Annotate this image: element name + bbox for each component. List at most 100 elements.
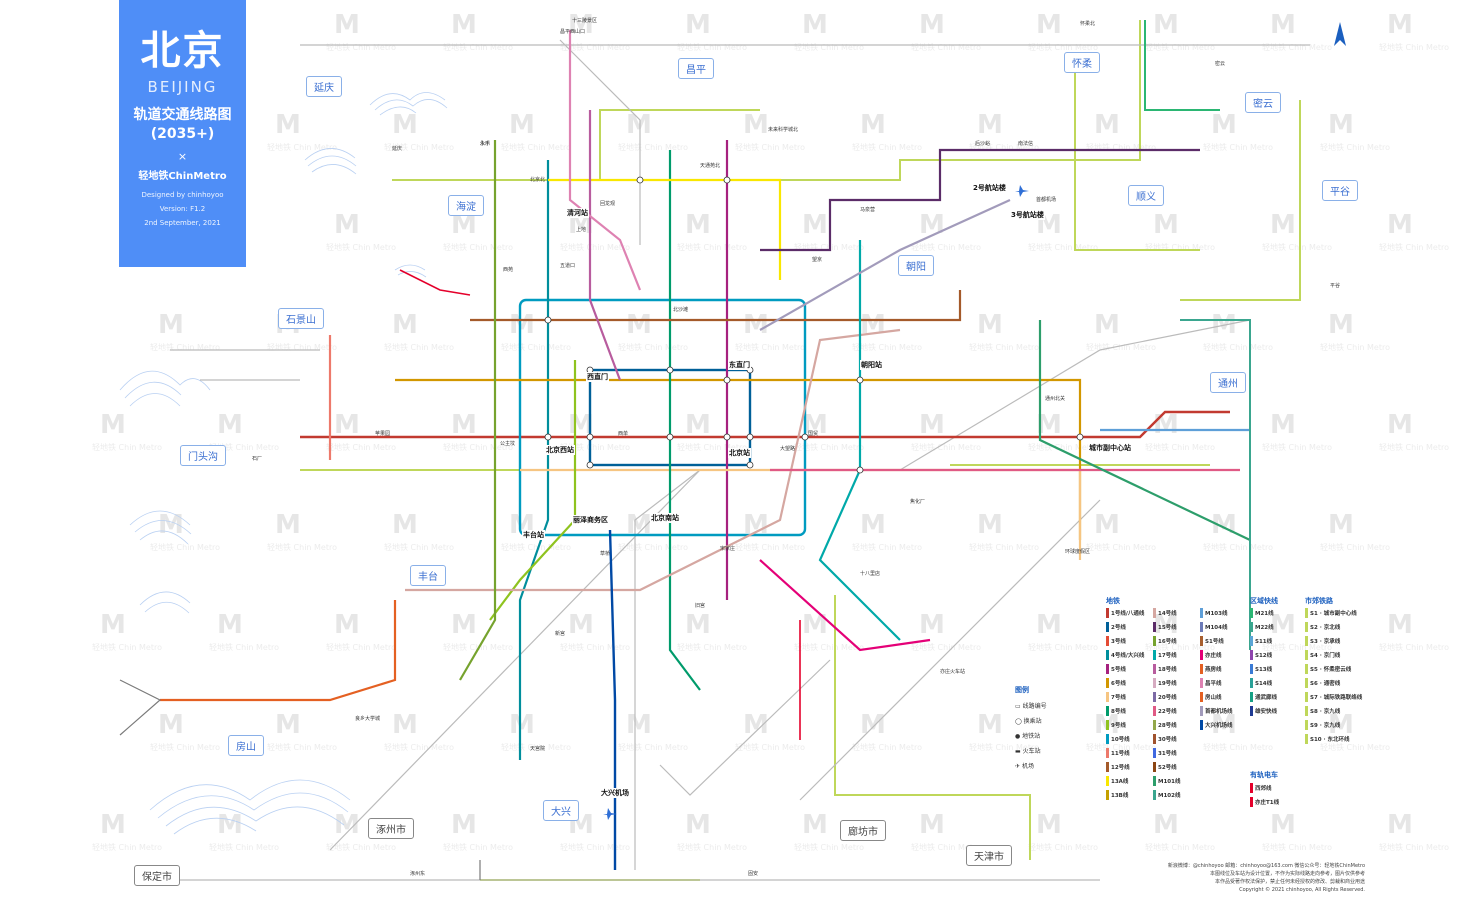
legend-line-item[interactable]: S7 · 城际铁路联络线: [1305, 692, 1362, 704]
line-s1-green[interactable]: [1144, 20, 1220, 111]
station[interactable]: 公主坟: [500, 441, 516, 447]
legend-line-item[interactable]: M104线: [1200, 622, 1227, 634]
station[interactable]: 后沙峪: [975, 141, 991, 147]
legend-line-item[interactable]: S12线: [1250, 650, 1272, 662]
legend-line-item[interactable]: S3 · 京承线: [1305, 636, 1340, 648]
legend-line-item[interactable]: M21线: [1250, 608, 1274, 620]
legend-line-item[interactable]: 15号线: [1153, 622, 1177, 634]
hub-beijing-south[interactable]: 北京南站: [650, 513, 680, 523]
legend-line-item[interactable]: 燕房线: [1200, 664, 1222, 676]
legend-line-item[interactable]: 10号线: [1106, 734, 1130, 746]
station[interactable]: 南法信: [1018, 141, 1034, 147]
station[interactable]: 十三陵景区: [572, 18, 598, 24]
station[interactable]: 北京北: [530, 177, 546, 183]
legend-line-item[interactable]: 3号线: [1106, 636, 1126, 648]
legend-line-item[interactable]: S13线: [1250, 664, 1272, 676]
legend-line-item[interactable]: 12号线: [1106, 762, 1130, 774]
station[interactable]: 永丰: [480, 141, 491, 147]
legend-line-item[interactable]: 4号线/大兴线: [1106, 650, 1144, 662]
line-12[interactable]: [470, 290, 962, 322]
station[interactable]: 北沙滩: [673, 307, 689, 313]
legend-line-item[interactable]: M101线: [1153, 776, 1180, 788]
line-1-batong[interactable]: [300, 410, 1230, 439]
legend-line-item[interactable]: 19号线: [1153, 678, 1177, 690]
station[interactable]: 草桥: [600, 551, 611, 557]
station[interactable]: 西单: [618, 431, 629, 437]
station[interactable]: 焦化厂: [910, 499, 926, 505]
station[interactable]: 天宫院: [530, 746, 546, 752]
hub-beijing[interactable]: 北京站: [728, 448, 751, 458]
legend-line-item[interactable]: 昌平线: [1200, 678, 1222, 690]
station[interactable]: 苹果园: [375, 431, 391, 437]
legend-line-item[interactable]: S2 · 京北线: [1305, 622, 1340, 634]
station[interactable]: 首都机场: [1036, 197, 1057, 203]
legend-line-item[interactable]: S9 · 京九线: [1305, 720, 1340, 732]
legend-line-item[interactable]: 30号线: [1153, 734, 1177, 746]
legend-line-item[interactable]: 6号线: [1106, 678, 1126, 690]
legend-line-item[interactable]: 11号线: [1106, 748, 1130, 760]
legend-line-item[interactable]: 7号线: [1106, 692, 1126, 704]
station[interactable]: 固安: [748, 871, 759, 877]
hub-qinghe[interactable]: 清河站: [566, 208, 589, 218]
legend-line-item[interactable]: 亦庄线: [1200, 650, 1222, 662]
legend-line-item[interactable]: M22线: [1250, 622, 1274, 634]
station[interactable]: 永乐: [480, 141, 491, 147]
line-6[interactable]: [395, 378, 1082, 540]
station[interactable]: 怀柔北: [1080, 21, 1096, 27]
legend-line-item[interactable]: M102线: [1153, 790, 1180, 802]
yizhuang-line[interactable]: [759, 559, 931, 652]
tram-xijiao[interactable]: [399, 269, 801, 740]
station[interactable]: 通州北关: [1045, 396, 1066, 402]
legend-line-item[interactable]: S6 · 通密线: [1305, 678, 1340, 690]
daxing-airport-line[interactable]: [608, 529, 617, 870]
hub-xizhimen[interactable]: 西直门: [586, 372, 609, 382]
regional-m22[interactable]: [1180, 319, 1251, 650]
line-9[interactable]: [489, 360, 577, 621]
station[interactable]: 环球度假区: [1065, 549, 1091, 555]
legend-line-item[interactable]: S14线: [1250, 678, 1272, 690]
station[interactable]: 昌平西山口: [560, 29, 586, 35]
station[interactable]: 国贸: [808, 431, 819, 437]
legend-line-item[interactable]: 22号线: [1153, 706, 1177, 718]
changping-line[interactable]: [568, 30, 642, 291]
line-18[interactable]: [588, 110, 622, 381]
legend-line-item[interactable]: S1号线: [1200, 636, 1224, 648]
legend-line-item[interactable]: 18号线: [1153, 664, 1177, 676]
hub-sub-center[interactable]: 城市副中心站: [1088, 443, 1132, 453]
legend-line-item[interactable]: S4 · 京门线: [1305, 650, 1340, 662]
station[interactable]: 大望路: [780, 446, 796, 452]
hub-fengtai[interactable]: 丰台站: [522, 530, 545, 540]
hub-chaoyang-station[interactable]: 朝阳站: [860, 360, 883, 370]
station[interactable]: 旧宫: [695, 603, 706, 609]
station[interactable]: 石厂: [252, 456, 263, 462]
station[interactable]: 延庆: [392, 146, 403, 152]
legend-line-item[interactable]: 20号线: [1153, 692, 1177, 704]
legend-line-item[interactable]: 9号线: [1106, 720, 1126, 732]
hub-lize[interactable]: 丽泽商务区: [572, 515, 609, 525]
legend-line-item[interactable]: 31号线: [1153, 748, 1177, 760]
station[interactable]: 亦庄火车站: [940, 669, 966, 675]
hub-t2[interactable]: 2号航站楼: [972, 183, 1007, 193]
legend-line-item[interactable]: 28号线: [1153, 720, 1177, 732]
legend-line-item[interactable]: 8号线: [1106, 706, 1126, 718]
legend-line-item[interactable]: 1号线/八通线: [1106, 608, 1144, 620]
line-8[interactable]: [668, 150, 701, 691]
legend-line-item[interactable]: S5 · 怀柔密云线: [1305, 664, 1351, 676]
legend-line-item[interactable]: 亦庄T1线: [1250, 797, 1279, 809]
legend-line-item[interactable]: 2号线: [1106, 622, 1126, 634]
station[interactable]: 五道口: [560, 263, 576, 269]
hub-beijing-west[interactable]: 北京西站: [545, 445, 575, 455]
line-4-daxing[interactable]: [518, 160, 550, 760]
legend-line-item[interactable]: 13A线: [1106, 776, 1128, 788]
capital-airport-line[interactable]: [759, 198, 1011, 331]
station[interactable]: 十八里店: [860, 571, 881, 577]
legend-line-item[interactable]: S10 · 东北环线: [1305, 734, 1350, 746]
station[interactable]: 回龙观: [600, 201, 616, 207]
line-14[interactable]: [405, 328, 901, 592]
hub-daxing-airport[interactable]: 大兴机场: [600, 788, 630, 798]
legend-line-item[interactable]: 雄安快线: [1250, 706, 1277, 718]
legend-line-item[interactable]: 通武廊线: [1250, 692, 1277, 704]
legend-line-item[interactable]: S1 · 城市副中心线: [1305, 608, 1357, 620]
station[interactable]: 上地: [576, 227, 587, 233]
